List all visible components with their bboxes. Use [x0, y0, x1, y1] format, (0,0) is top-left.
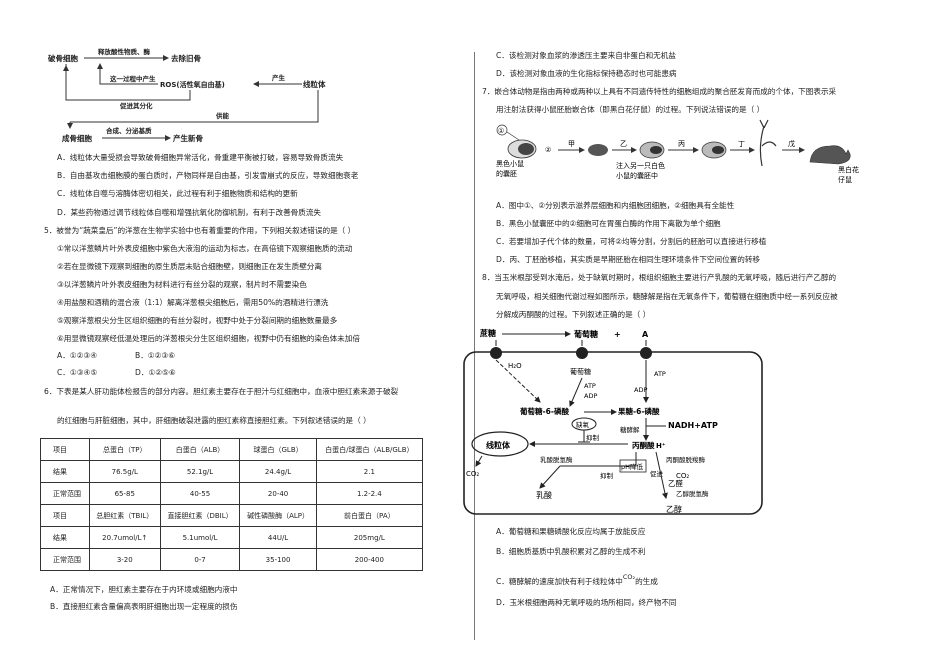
svg-text:促进: 促进 — [650, 469, 664, 478]
q7-option-c: C．若要增加子代个体的数量，可将②均等分割，分割后的胚胎可以直接进行移植 — [496, 237, 767, 246]
liver-function-table: 项目总蛋白（TP）白蛋白（ALB）球蛋白（GLB）白蛋白/球蛋白（ALB/GLB… — [40, 438, 424, 571]
q8-option-c: C．糖酵解的速度加快有利于线粒体中CO₂的生成 — [496, 573, 658, 586]
q7-stem-1: 7．嵌合体动物是指由两种或两种以上具有不同遗传特性的细胞组成的聚合胚发育而成的个… — [482, 87, 837, 96]
svg-text:供能: 供能 — [215, 111, 230, 120]
black-mouse-blastocyst-label: 黑色小鼠的囊胚 — [496, 159, 524, 178]
q5-stem: 5．被誉为“蔬菜皇后”的洋葱在生物学实验中也有着重要的作用，下列相关叙述错误的是… — [44, 226, 356, 235]
svg-text:H₂O: H₂O — [508, 362, 522, 370]
svg-text:乙醇脱氢酶: 乙醇脱氢酶 — [676, 489, 709, 498]
q4-option-d: D．某些药物通过调节线粒体自噬和增强抗氧化防御机制，有利于改善骨质流失 — [57, 208, 322, 217]
mitochondria-node: 线粒体 — [486, 440, 511, 450]
svg-text:抑制: 抑制 — [600, 471, 614, 480]
q4-option-c: C．线粒体自噬与溶酶体密切相关，此过程有利于细胞物质和结构的更新 — [57, 189, 298, 198]
svg-text:+: + — [614, 330, 621, 339]
q6-stem-1: 6．下表是某人肝功能体检报告的部分内容。胆红素主要存在于胆汁与红细胞中，血液中胆… — [44, 387, 399, 396]
svg-text:产生新骨: 产生新骨 — [173, 133, 203, 143]
q4-option-b: B．自由基攻击细胞膜的蛋白质时，产物同样是自由基，引发雪崩式的反应，导致细胞衰老 — [57, 171, 359, 180]
q7-option-b: B．黑色小鼠囊胚中的②细胞可在胃蛋白酶的作用下离散为单个细胞 — [496, 219, 721, 228]
svg-text:抑制: 抑制 — [586, 433, 600, 442]
svg-text:这一过程中产生: 这一过程中产生 — [110, 74, 156, 83]
svg-text:ATP: ATP — [654, 370, 666, 378]
q8-stem-2: 无氧呼吸，相关细胞代谢过程如图所示，糖酵解是指在无氧条件下，葡萄糖在细胞质中经一… — [496, 292, 838, 301]
svg-text:丙酮酸: 丙酮酸 — [632, 440, 655, 450]
q6-option-a: A．正常情况下，胆红素主要存在于内环境或细胞内液中 — [50, 585, 238, 594]
svg-text:戊: 戊 — [788, 139, 795, 148]
q6-stem-2: 的红细胞与肝脏细胞，其中，肝细胞破裂泄露的胆红素称直接胆红素。下列叙述错误的是（… — [57, 416, 371, 425]
svg-text:葡萄糖: 葡萄糖 — [573, 329, 598, 339]
bone-remodeling-diagram: 破骨细胞 释放酸性物质、酶 去除旧骨 这一过程中产生 ROS(活性氧自由基) 产… — [48, 47, 326, 143]
q5-item-2: ②若在显微镜下观察到细胞的原生质层未贴合细胞壁，则细胞正在发生质壁分离 — [57, 262, 322, 271]
svg-text:CO₂: CO₂ — [466, 470, 479, 478]
svg-text:ADP: ADP — [584, 392, 597, 400]
table-row: 项目总蛋白（TP）白蛋白（ALB）球蛋白（GLB）白蛋白/球蛋白（ALB/GLB… — [40, 438, 424, 461]
svg-text:丙酮酸脱羧酶: 丙酮酸脱羧酶 — [666, 455, 706, 464]
svg-text:乙: 乙 — [620, 140, 627, 148]
q6-option-b: B．直接胆红素含量偏高表明肝细胞出现一定程度的损伤 — [50, 602, 238, 611]
q6-option-d: D．该检测对象血液的生化指标保持稳态时也可能患病 — [496, 69, 677, 78]
svg-text:缺氧: 缺氧 — [576, 420, 590, 429]
svg-text:CO₂: CO₂ — [676, 472, 689, 480]
svg-text:葡萄糖: 葡萄糖 — [570, 367, 591, 376]
svg-text:②: ② — [545, 146, 551, 154]
svg-text:丁: 丁 — [738, 140, 745, 148]
q7-option-a: A．图中①、②分别表示滋养层细胞和内细胞团细胞，②细胞具有全能性 — [496, 201, 735, 210]
q5-item-1: ①常以洋葱鳞片叶外表皮细胞中紫色大液泡的运动为标志，在高倍镜下观察细胞质的流动 — [57, 244, 353, 253]
chimera-mouse-diagram: ① ② 黑色小鼠的囊胚 甲 乙 注入另一只白色小鼠的囊胚中 丙 丁 戊 黑白花仔… — [496, 119, 859, 184]
svg-text:①: ① — [498, 127, 504, 135]
q5-option-a: A．①②③④ — [57, 351, 98, 360]
svg-text:A: A — [642, 330, 649, 339]
q7-option-d: D．丙、丁胚胎移植，其实质是早期胚胎在相同生理环境条件下空间位置的转移 — [496, 255, 761, 264]
svg-text:促进其分化: 促进其分化 — [119, 101, 153, 110]
svg-text:产生: 产生 — [272, 73, 286, 82]
svg-text:果糖-6-磷酸: 果糖-6-磷酸 — [618, 406, 660, 416]
svg-text:释放酸性物质、酶: 释放酸性物质、酶 — [98, 47, 151, 56]
q5-option-d: D．①②⑤⑥ — [135, 368, 176, 377]
maize-root-metabolism-diagram: 蔗糖 葡萄糖 + A H₂O 葡萄糖 ATP ADP ATP ADP 葡萄糖-6… — [463, 328, 763, 515]
svg-text:pH降低: pH降低 — [621, 462, 644, 471]
svg-text:乳酸: 乳酸 — [536, 490, 552, 500]
svg-text:ADP: ADP — [634, 386, 647, 394]
svg-text:甲: 甲 — [568, 140, 575, 148]
svg-text:黑白花仔鼠: 黑白花仔鼠 — [838, 165, 859, 184]
svg-text:ATP: ATP — [584, 382, 596, 390]
mitochondria-label: 线粒体 — [303, 79, 326, 89]
svg-text:乙醇: 乙醇 — [666, 504, 682, 514]
svg-text:糖酵解: 糖酵解 — [620, 425, 640, 434]
q5-option-c: C．①③④⑤ — [57, 368, 98, 377]
svg-text:乙醛: 乙醛 — [668, 478, 683, 488]
ros-label: ROS(活性氧自由基) — [160, 80, 225, 89]
svg-text:乳酸脱氢酶: 乳酸脱氢酶 — [540, 455, 573, 464]
svg-text:蔗糖: 蔗糖 — [479, 328, 496, 338]
svg-text:合成、分泌基质: 合成、分泌基质 — [105, 126, 152, 135]
svg-text:去除旧骨: 去除旧骨 — [171, 53, 201, 63]
q5-item-5: ⑤观察洋葱根尖分生区组织细胞的有丝分裂时，视野中处于分裂间期的细胞数量最多 — [57, 316, 338, 325]
svg-text:注入另一只白色小鼠的囊胚中: 注入另一只白色小鼠的囊胚中 — [616, 161, 665, 180]
svg-text:丙: 丙 — [678, 140, 685, 148]
q8-option-b: B．细胞质基质中乳酸积累对乙醇的生成不利 — [496, 547, 646, 556]
column-divider — [474, 52, 475, 640]
q5-option-b: B．①②③⑥ — [135, 351, 176, 360]
svg-text:H⁺: H⁺ — [656, 442, 666, 450]
table-row: 项目总胆红素（TBIL）直接胆红素（DBIL）碱性磷酸酶（ALP）前白蛋白（PA… — [40, 504, 424, 527]
osteoclast-label: 破骨细胞 — [48, 53, 78, 63]
q4-option-a: A．线粒体大量受损会导致破骨细胞异常活化，骨重建平衡被打破，容易导致骨质流失 — [57, 153, 344, 162]
q5-item-4: ④用盐酸和酒精的混合液（1:1）解离洋葱根尖细胞后，需用50%的酒精进行漂洗 — [57, 298, 329, 307]
q8-stem-1: 8．当玉米根部受到水淹后，处于缺氧时期时，根组织细胞主要进行产乳酸的无氧呼吸，随… — [482, 273, 837, 282]
q7-stem-2: 用注射法获得小鼠胚胎嵌合体（即黑白花仔鼠）的过程。下列说法错误的是（ ） — [496, 105, 765, 114]
q8-stem-3: 分解成丙酮酸的过程。下列叙述正确的是（ ） — [496, 310, 651, 319]
svg-text:葡萄糖-6-磷酸: 葡萄糖-6-磷酸 — [519, 406, 569, 416]
q5-item-6: ⑥用显微镜观察经低温处理后的洋葱根尖分生区组织细胞，视野中仍有细胞的染色体未加倍 — [57, 334, 360, 343]
q6-option-c: C．该检测对象血浆的渗透压主要来自非蛋白和无机盐 — [496, 51, 676, 60]
osteoblast-label: 成骨细胞 — [62, 133, 92, 143]
svg-text:NADH+ATP: NADH+ATP — [668, 421, 718, 430]
q8-option-d: D．玉米根细胞两种无氧呼吸的场所相同，终产物不同 — [496, 598, 677, 607]
q5-item-3: ③以洋葱鳞片叶外表皮细胞为材料进行有丝分裂的观察，制片时不需要染色 — [57, 280, 307, 289]
q8-option-a: A．葡萄糖和果糖磷酸化反应均属于放能反应 — [496, 527, 646, 536]
